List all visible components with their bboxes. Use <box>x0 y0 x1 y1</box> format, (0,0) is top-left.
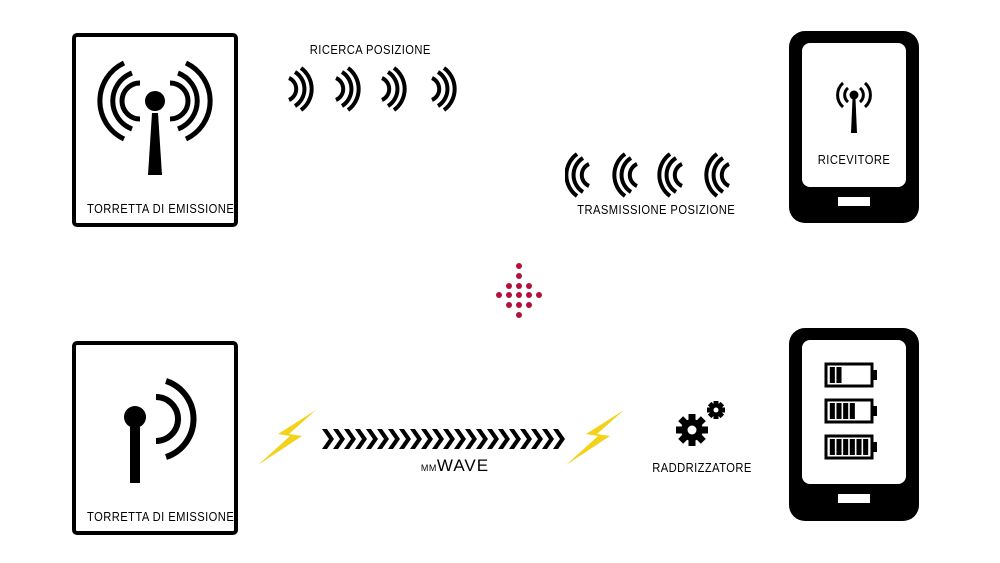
battery-cell <box>836 367 842 383</box>
directional-antenna-icon <box>124 378 197 483</box>
battery-cell <box>829 439 835 455</box>
charging-phone <box>789 328 919 521</box>
chevron <box>421 429 433 449</box>
receiver-phone: RICEVITORE <box>789 31 919 223</box>
chevron <box>454 429 466 449</box>
chevron <box>399 429 411 449</box>
mmwave-label: MMWAVE <box>410 456 500 476</box>
battery-cell <box>829 403 835 419</box>
mmwave-chevrons-icon <box>322 429 565 449</box>
receiver-label: RICEVITORE <box>817 152 891 167</box>
chevron <box>498 429 510 449</box>
chevron <box>377 429 389 449</box>
chevron <box>553 429 565 449</box>
battery-cell <box>849 403 855 419</box>
battery-cell <box>836 403 842 419</box>
rectifier-label: RADDRIZZATORE <box>652 460 752 475</box>
chevron <box>366 429 378 449</box>
battery-cell <box>863 439 869 455</box>
chevron <box>432 429 444 449</box>
chevron <box>443 429 455 449</box>
down-arrow-icon <box>496 263 542 318</box>
lightning-bolt-icon <box>566 410 624 465</box>
broadcast-tower-icon <box>97 60 213 175</box>
battery-cell <box>843 439 849 455</box>
chevron <box>542 429 554 449</box>
chevron <box>355 429 367 449</box>
battery-cell <box>856 439 862 455</box>
chevron <box>509 429 521 449</box>
chevron <box>487 429 499 449</box>
chevron <box>344 429 356 449</box>
transmission-waves-icon <box>565 152 730 198</box>
smartphone-icon <box>789 328 919 521</box>
chevron <box>333 429 345 449</box>
chevron <box>410 429 422 449</box>
chevron <box>531 429 543 449</box>
chevron <box>520 429 532 449</box>
chevron <box>322 429 334 449</box>
top-tower-box: TORRETTA DI EMISSIONE <box>72 33 238 227</box>
gears-icon <box>676 401 725 446</box>
chevron <box>465 429 477 449</box>
bottom-tower-box: TORRETTA DI EMISSIONE <box>72 341 238 535</box>
smartphone-icon <box>789 31 919 223</box>
mmwave-prefix: MM <box>420 463 437 473</box>
lightning-bolt-icon <box>258 410 316 465</box>
battery-icon <box>824 434 877 460</box>
chevron <box>388 429 400 449</box>
mmwave-text: WAVE <box>436 456 490 475</box>
top-tower-label: TORRETTA DI EMISSIONE <box>87 201 235 216</box>
battery-icon <box>824 398 877 424</box>
battery-cell <box>849 439 855 455</box>
battery-cell <box>829 367 835 383</box>
search-position-label: RICERCA POSIZIONE <box>309 42 431 57</box>
battery-icon <box>824 362 877 388</box>
bottom-tower-label: TORRETTA DI EMISSIONE <box>87 509 235 524</box>
chevron <box>476 429 488 449</box>
battery-cell <box>843 403 849 419</box>
search-waves-icon <box>288 66 457 112</box>
battery-cell <box>836 439 842 455</box>
transmission-position-label: TRASMISSIONE POSIZIONE <box>577 202 736 217</box>
